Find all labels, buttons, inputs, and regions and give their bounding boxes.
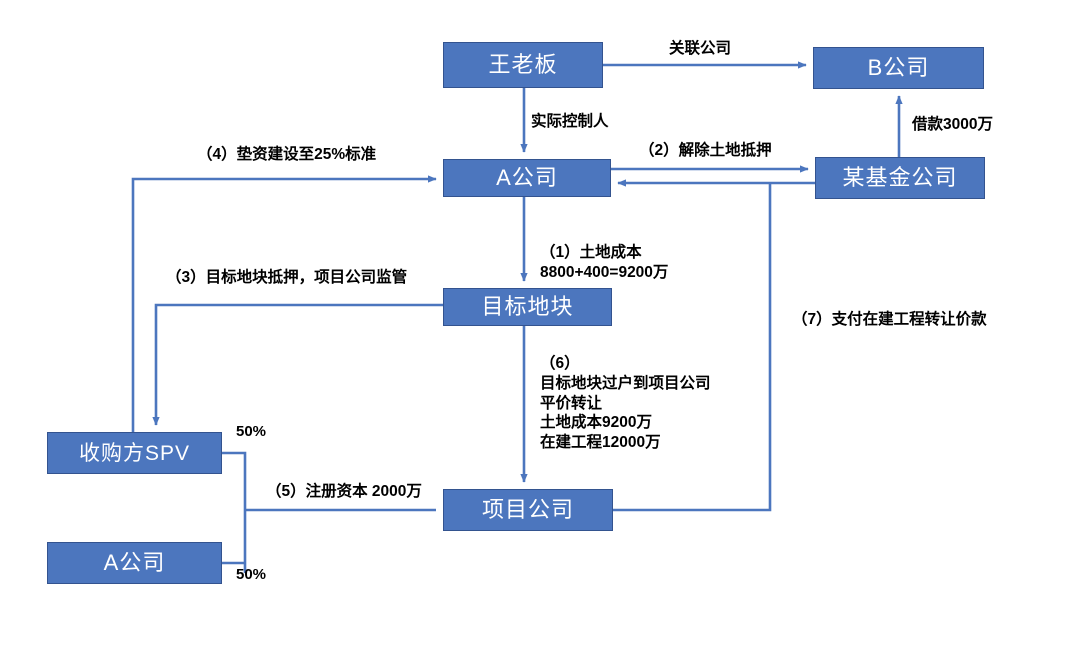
node-label: B公司: [867, 55, 930, 80]
node-a-company[interactable]: A公司: [443, 159, 611, 197]
node-label: A公司: [496, 165, 558, 190]
edge-label-step-3: （3）目标地块抵押，项目公司监管: [166, 269, 408, 286]
ownership-percent-a-company: 50%: [236, 566, 267, 583]
node-b-company[interactable]: B公司: [813, 47, 984, 89]
node-label: 项目公司: [481, 497, 574, 522]
node-label: 收购方SPV: [78, 441, 191, 465]
node-target-land[interactable]: 目标地块: [443, 288, 612, 326]
node-fund-company[interactable]: 某基金公司: [815, 157, 985, 199]
edge-label-step-1: （1）土地成本 8800+400=9200万: [540, 244, 669, 281]
edge-label-step-6: （6） 目标地块过户到项目公司 平价转让 土地成本9200万 在建工程12000…: [540, 355, 711, 452]
node-label: 目标地块: [481, 294, 574, 319]
edge-spv-to-project: [222, 451, 247, 573]
edge-spv-to-a: [131, 175, 437, 432]
node-label: A公司: [103, 550, 166, 575]
edge-land-to-spv: [152, 303, 443, 426]
node-label: 某基金公司: [842, 165, 958, 190]
edge-label-step-5: （5）注册资本 2000万: [266, 483, 422, 500]
ownership-percent-spv: 50%: [236, 423, 267, 440]
node-wanglaoban[interactable]: 王老板: [443, 42, 603, 88]
edge-label-actual-controller: 实际控制人: [531, 113, 609, 130]
edge-label-step-2: （2）解除土地抵押: [639, 142, 772, 159]
node-a-company-2[interactable]: A公司: [47, 542, 222, 584]
edge-project-to-a: [613, 183, 772, 512]
node-acquirer-spv[interactable]: 收购方SPV: [47, 432, 222, 474]
edge-label-step-7: （7）支付在建工程转让价款: [792, 311, 987, 328]
edge-label-loan-3000: 借款3000万: [912, 116, 993, 133]
node-label: 王老板: [488, 52, 558, 77]
edge-label-related-company: 关联公司: [669, 40, 732, 57]
node-project-company[interactable]: 项目公司: [443, 489, 613, 531]
edge-label-step-4: （4）垫资建设至25%标准: [197, 146, 377, 163]
